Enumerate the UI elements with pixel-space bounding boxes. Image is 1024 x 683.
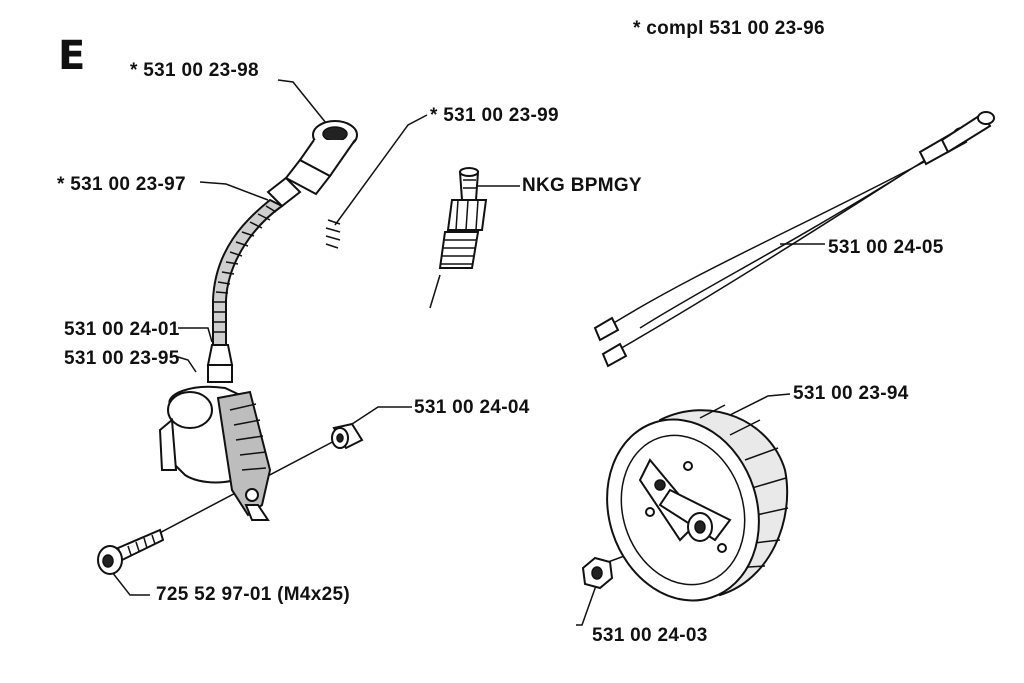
leader-coil [177,356,197,373]
label-nut: 531 00 24-03 [592,625,708,646]
spark-plug-icon [438,167,488,269]
leader-flywheel [719,393,791,421]
label-plug: NKG BPMGY [522,175,642,196]
leader-spring [334,114,428,226]
label-cable: 531 00 24-05 [828,237,944,258]
short-circuit-cable-icon [593,111,995,368]
label-cap: * 531 00 23-98 [130,60,259,81]
leader-nut [576,579,599,626]
label-coil: 531 00 23-95 [64,348,180,369]
plug-axis [429,274,441,309]
leader-screw [111,571,150,596]
label-lead: * 531 00 23-97 [57,174,186,195]
label-sleeve: 531 00 24-01 [64,319,180,340]
spacer-icon [331,422,364,450]
leader-spacer [345,406,412,429]
label-compl: * compl 531 00 23-96 [633,18,825,39]
label-spring: * 531 00 23-99 [430,105,559,126]
leader-cap [277,79,331,129]
screw-icon [97,528,165,575]
ignition-coil-icon [158,120,358,521]
label-spacer: 531 00 24-04 [414,397,530,418]
leader-lead [199,181,269,201]
flywheel-icon [606,404,789,602]
leader-sleeve [178,327,213,343]
nut-icon [581,556,614,590]
label-screw: 725 52 97-01 (M4x25) [156,584,351,605]
section-letter: E [58,33,86,79]
label-flywheel: 531 00 23-94 [793,383,909,404]
